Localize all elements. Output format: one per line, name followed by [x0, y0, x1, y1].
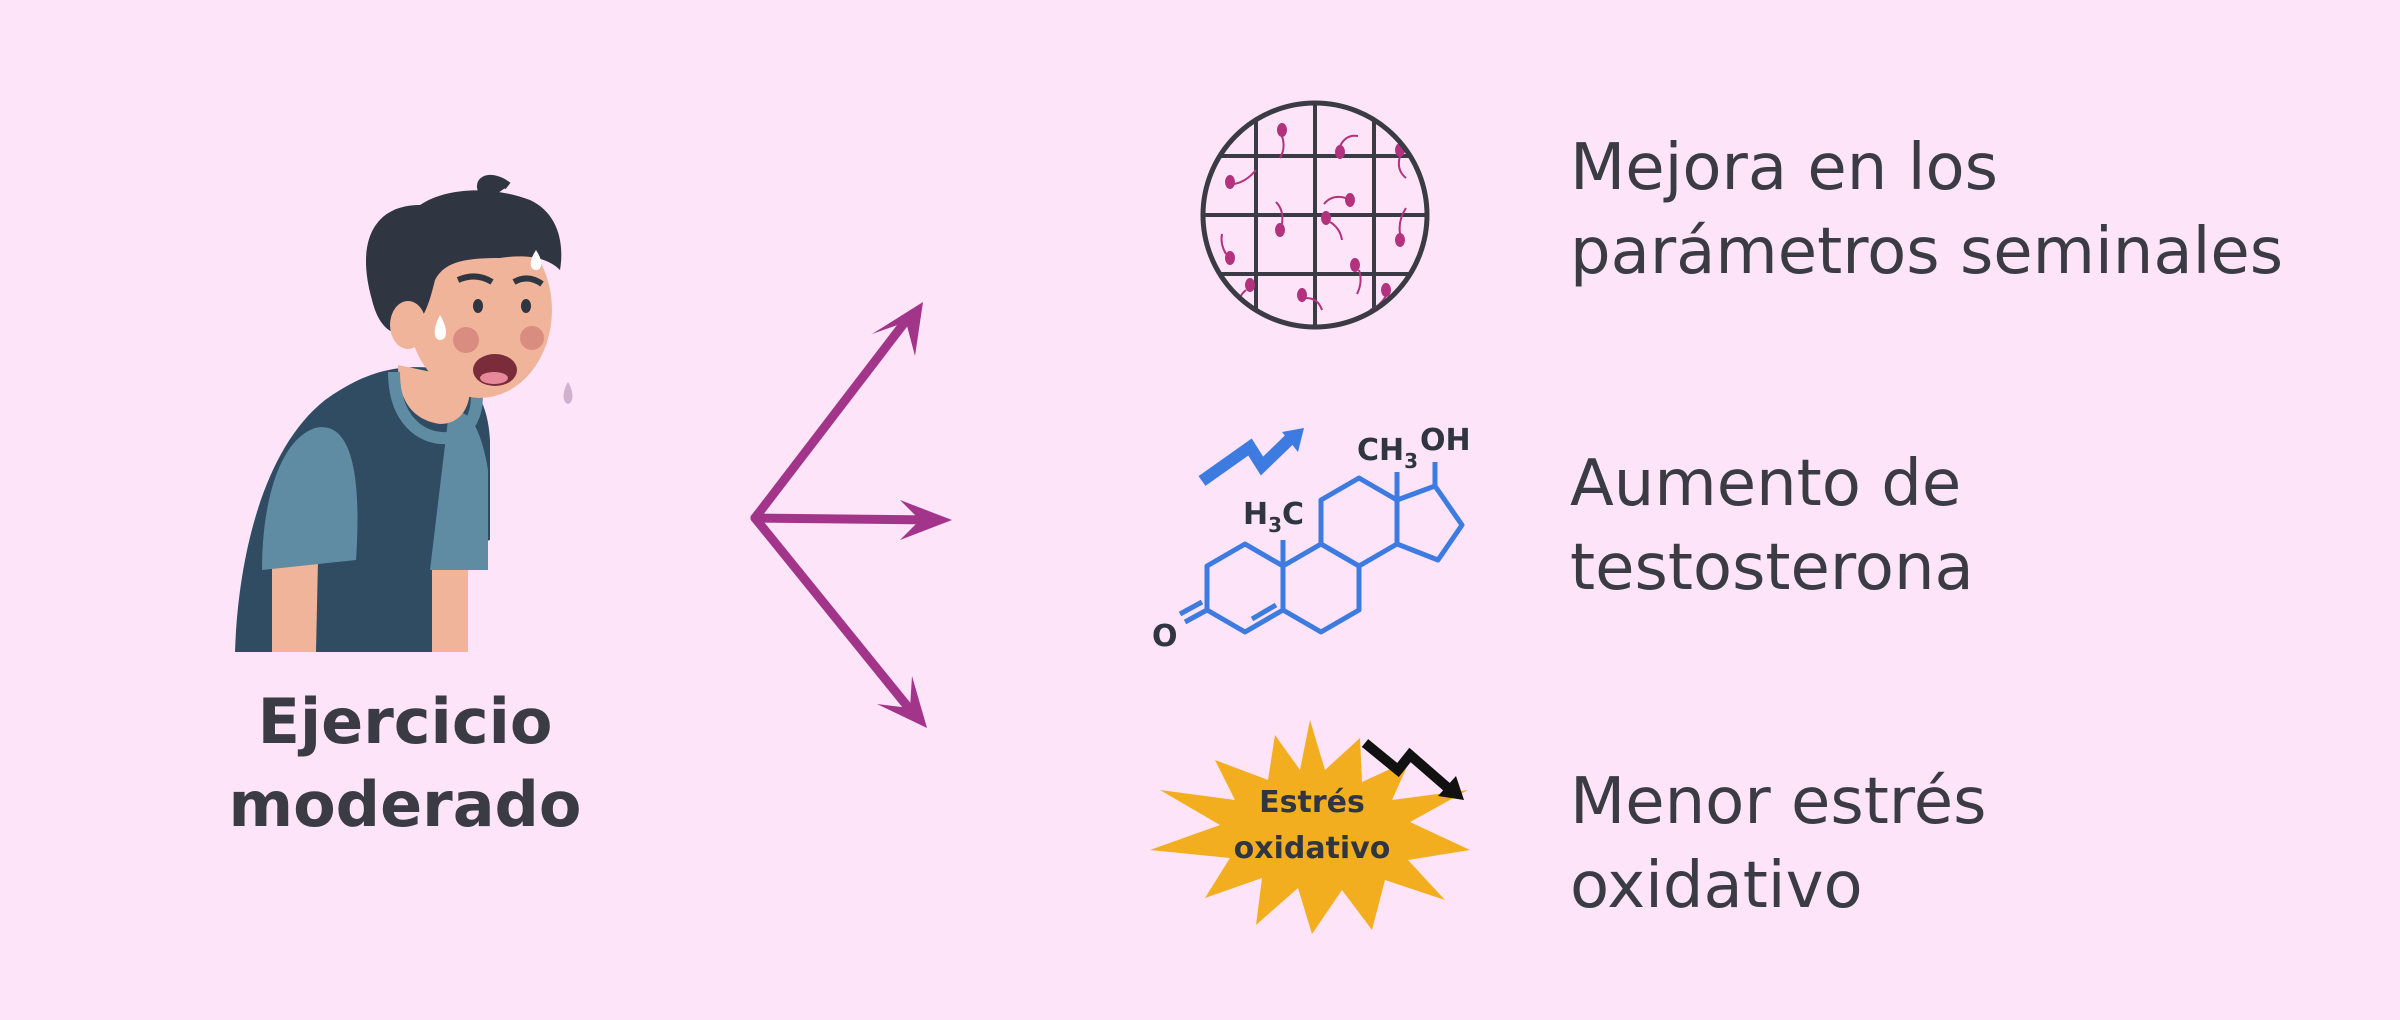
- eyebrow: [512, 275, 544, 287]
- decrease-arrow-head: [1438, 776, 1464, 800]
- increase-arrow-head: [1282, 428, 1304, 452]
- ear: [390, 301, 426, 349]
- subject-label: Ejercicio moderado: [205, 680, 605, 846]
- hair: [365, 190, 562, 334]
- benefit-line1: Mejora en los: [1570, 131, 1998, 205]
- arrow-up-head: [872, 302, 923, 356]
- left-arm: [272, 560, 318, 652]
- subject-label-line2: moderado: [228, 768, 582, 841]
- benefit-line2: testosterona: [1570, 531, 1974, 605]
- h3c-label: H3C: [1243, 497, 1304, 537]
- arrow-down: [750, 513, 917, 717]
- benefit-line2: parámetros seminales: [1570, 215, 2284, 289]
- hair-curl: [477, 174, 511, 203]
- arrow-up: [750, 317, 910, 523]
- subject-label-line1: Ejercicio: [257, 685, 553, 758]
- oh-label: OH: [1420, 423, 1471, 458]
- stress-badge-line1: Estrés: [1259, 785, 1365, 820]
- benefit-oxidative-stress: Menor estrés oxidativo: [1570, 760, 2370, 928]
- oxidative-stress-burst-icon: Estrés oxidativo: [1150, 720, 1470, 934]
- sweat-drop-icon: [530, 250, 542, 270]
- benefit-line2: oxidativo: [1570, 849, 1863, 923]
- branching-arrows: [750, 302, 952, 728]
- sperm-microscope-grid-icon: [1200, 100, 1430, 330]
- sweat-drop-icon: [434, 315, 447, 340]
- decrease-arrow-icon: [1361, 739, 1452, 792]
- benefit-line1: Aumento de: [1570, 447, 1962, 521]
- stress-badge-line2: oxidativo: [1234, 831, 1391, 866]
- breath-drop-icon: [563, 382, 573, 404]
- right-sleeve: [430, 412, 488, 570]
- arrow-middle-head: [900, 500, 952, 540]
- eyebrow: [456, 273, 494, 285]
- burst-shape: [1150, 720, 1470, 934]
- arrow-middle: [750, 513, 940, 525]
- benefit-line1: Menor estrés: [1570, 765, 1987, 839]
- tongue: [480, 372, 508, 384]
- right-arm: [432, 565, 468, 652]
- arrow-down-head: [877, 676, 927, 728]
- tired-man-illustration: [235, 174, 573, 652]
- collar: [388, 371, 483, 445]
- cheek: [453, 327, 479, 353]
- ch3-top-label: CH3: [1357, 433, 1418, 473]
- eye: [473, 299, 483, 313]
- testosterone-molecule-icon: CH3 OH H3C O: [1152, 423, 1471, 654]
- increase-arrow-icon: [1198, 432, 1297, 486]
- eye: [521, 299, 531, 313]
- left-sleeve: [262, 427, 358, 570]
- cheek: [520, 326, 544, 350]
- oxygen-label: O: [1152, 619, 1178, 654]
- benefit-testosterone: Aumento de testosterona: [1570, 442, 2370, 610]
- benefit-seminal-parameters: Mejora en los parámetros seminales: [1570, 126, 2370, 294]
